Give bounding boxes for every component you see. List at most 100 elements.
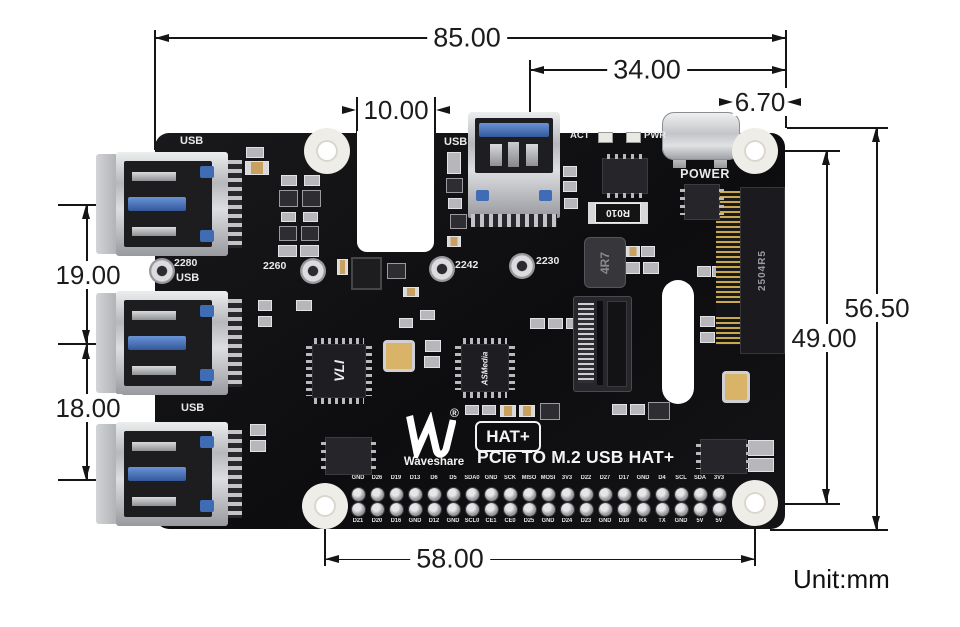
- gpio-label-bottom: RX: [639, 518, 647, 524]
- gpio-pin: [541, 503, 555, 516]
- smd-component: [296, 300, 312, 311]
- gpio-label-top: 3V3: [561, 475, 573, 481]
- m2-size-marker: 2242: [455, 259, 479, 271]
- gpio-label-bottom: GND: [408, 518, 422, 524]
- usb-blue-tongue: [128, 197, 186, 211]
- gpio-label-top: GND: [484, 475, 498, 481]
- shunt-resistor-marking: R010: [595, 203, 641, 223]
- power-silk-label: POWER: [680, 167, 730, 181]
- usb-silk-top: USB: [444, 136, 468, 148]
- smd-component: [258, 300, 272, 311]
- smd-component: [351, 257, 382, 290]
- smd-component: [563, 181, 577, 192]
- smd-component: [563, 166, 577, 177]
- brand-wordmark: Waveshare: [403, 456, 465, 468]
- usb-port-3: [96, 422, 244, 526]
- smd-component: [424, 356, 440, 368]
- smd-component: [448, 198, 462, 209]
- gpio-pin: [636, 488, 650, 501]
- m2-size-marker: 2260: [263, 260, 287, 272]
- usb-c-power-port: [662, 112, 740, 160]
- gpio-pin: [579, 503, 593, 516]
- gpio-pin: [408, 488, 422, 501]
- gpio-label-bottom: CE1: [485, 518, 497, 524]
- gpio-pin: [655, 488, 669, 501]
- act-led-label: ACT: [570, 130, 590, 141]
- m2-connector-marking: 2504R5: [757, 249, 768, 292]
- gpio-label-bottom: D25: [523, 518, 535, 524]
- gpio-pin: [503, 488, 517, 501]
- gpio-label-top: D5: [449, 475, 457, 481]
- smd-component: [278, 245, 297, 257]
- hat-plus-badge: HAT+: [475, 421, 541, 452]
- gpio-pin: [484, 503, 498, 516]
- mounting-hole-bottom-right: [732, 480, 778, 526]
- smd-component: [250, 424, 266, 436]
- gpio-label-bottom: D18: [618, 518, 630, 524]
- smd-component: [630, 404, 645, 415]
- m2-connector: 2504R5: [716, 187, 785, 354]
- dim-typec-to-edge: 6.70: [732, 87, 788, 117]
- gpio-pin: [598, 488, 612, 501]
- gpio-pin: [636, 503, 650, 516]
- smd-component: [641, 246, 655, 257]
- usb-silk-port3: USB: [181, 402, 205, 414]
- gpio-pin: [522, 503, 536, 516]
- gpio-pin: [408, 503, 422, 516]
- gpio-pin: [560, 488, 574, 501]
- smd-component: [465, 405, 479, 415]
- act-led: [598, 132, 613, 143]
- dim-hole-pitch-horizontal: 58.00: [410, 544, 490, 574]
- m2-size-marker: 2230: [536, 255, 560, 267]
- gpio-label-top: D13: [409, 475, 421, 481]
- smd-component: [548, 318, 563, 329]
- gpio-pin: [655, 503, 669, 516]
- smd-component: [519, 405, 535, 417]
- bridge-chip-marking: ASMedia: [480, 351, 490, 385]
- smd-component: [302, 190, 321, 207]
- dim-slot-width: 10.00: [361, 95, 431, 125]
- gpio-label-top: SCK: [503, 475, 517, 481]
- usb-port-front: [96, 154, 118, 254]
- smd-component: [450, 214, 467, 229]
- gpio-pin: [712, 488, 726, 501]
- gpio-pin: [712, 503, 726, 516]
- smd-component: [540, 403, 560, 420]
- gpio-pin: [484, 488, 498, 501]
- arrow-left: [155, 33, 169, 42]
- soic-chip-1: [602, 154, 648, 198]
- registered-mark: ®: [450, 406, 459, 420]
- gpio-label-top: MISO: [521, 475, 537, 481]
- usb-hub-chip: VLI: [306, 338, 372, 404]
- ffc-connector: [573, 296, 632, 392]
- smd-component: [304, 175, 320, 186]
- usb-port-1: [96, 152, 244, 256]
- dim-board-height: 56.50: [842, 293, 912, 323]
- inductor-marking: 4R7: [597, 251, 612, 274]
- mounting-hole-top-left: [304, 128, 350, 174]
- gpio-pin: [598, 503, 612, 516]
- gpio-label-top: SDA0: [464, 475, 480, 481]
- gpio-pin: [370, 488, 384, 501]
- gpio-pin: [674, 503, 688, 516]
- gpio-label-bottom: CE0: [504, 518, 516, 524]
- soic-chip-2: [680, 184, 724, 220]
- smd-component: [399, 318, 413, 328]
- dim-board-width: 85.00: [427, 23, 507, 53]
- smd-component: [447, 152, 461, 174]
- gpio-pin: [579, 488, 593, 501]
- dim-hole-pitch-vertical: 49.00: [789, 323, 859, 353]
- power-inductor: 4R7: [584, 237, 626, 288]
- smd-component: [748, 440, 774, 456]
- smd-component: [279, 226, 297, 241]
- gpio-label-top: D17: [618, 475, 630, 481]
- smd-component: [564, 198, 578, 209]
- smd-component: [500, 405, 516, 417]
- m2-standoff-hole: [429, 256, 455, 282]
- gpio-label-top: D27: [599, 475, 611, 481]
- smd-component: [530, 318, 545, 329]
- smd-component: [446, 178, 463, 193]
- gpio-label-bottom: D16: [390, 518, 402, 524]
- smd-component: [700, 316, 715, 327]
- gpio-label-bottom: D12: [428, 518, 440, 524]
